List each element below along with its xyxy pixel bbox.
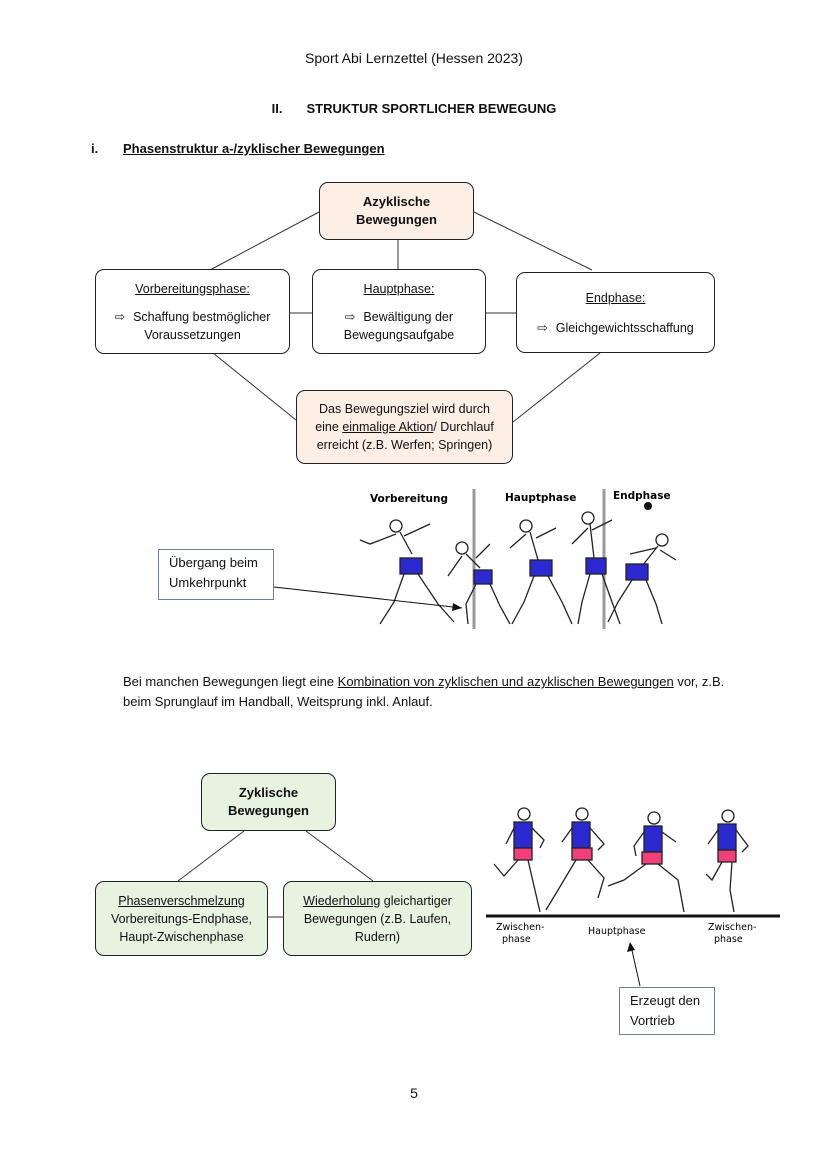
azyklische-title-line2: Bewegungen	[356, 212, 437, 227]
hauptphase-title: Hauptphase:	[363, 281, 435, 296]
arrow-right-icon: ⇨	[537, 320, 548, 335]
endphase-title: Endphase:	[585, 290, 646, 305]
endphase-box: Endphase: ⇨ Gleichgewichtsschaffung	[516, 272, 715, 353]
label-zwischenphase-left-1: Zwischen-	[496, 922, 544, 933]
arrow-right-icon: ⇨	[344, 309, 356, 324]
section-title: STRUKTUR SPORTLICHER BEWEGUNG	[306, 101, 557, 116]
zyklische-title-line1: Zyklische	[238, 785, 299, 800]
hauptphase-line1: Bewältigung der	[363, 309, 454, 324]
wiederholung-line2: Bewegungen (z.B. Laufen,	[303, 911, 452, 926]
phasenverschmelzung-box: Phasenverschmelzung Vorbereitungs-Endpha…	[95, 881, 268, 956]
shotput-sequence-illustration: Vorbereitung Hauptphase Endphase	[359, 489, 677, 629]
wiederholung-title: Wiederholung	[303, 893, 381, 908]
azyklische-bewegungen-box: Azyklische Bewegungen	[319, 182, 474, 240]
zyklische-bewegungen-box: Zyklische Bewegungen	[201, 773, 336, 831]
section-heading: II. STRUKTUR SPORTLICHER BEWEGUNG	[0, 101, 828, 116]
bewegungsziel-underlined: einmalige Aktion	[342, 420, 434, 434]
subsection-heading: i. Phasenstruktur a-/zyklischer Bewegunge…	[91, 141, 385, 156]
vortrieb-callout: Erzeugt den Vortrieb	[619, 987, 715, 1035]
label-zwischenphase-right-2: phase	[714, 934, 743, 945]
umkehrpunkt-callout-line1: Übergang beim	[169, 555, 258, 570]
vortrieb-pointer-arrow	[627, 942, 641, 987]
vorbereitungsphase-title: Vorbereitungsphase:	[135, 281, 250, 296]
document-header: Sport Abi Lernzettel (Hessen 2023)	[305, 50, 523, 66]
wiederholung-rest: gleichartiger	[380, 893, 452, 908]
label-zwischenphase-right-1: Zwischen-	[708, 922, 756, 933]
kombination-paragraph: Bei manchen Bewegungen liegt eine Kombin…	[123, 672, 743, 712]
vorbereitungsphase-box: Vorbereitungsphase: ⇨ Schaffung bestmögli…	[95, 269, 290, 354]
vortrieb-callout-line2: Vortrieb	[630, 1013, 675, 1028]
label-endphase: Endphase	[613, 490, 671, 502]
bewegungsziel-line3: erreicht (z.B. Werfen; Springen)	[316, 438, 493, 452]
bewegungsziel-line1: Das Bewegungsziel wird durch	[319, 402, 490, 416]
wiederholung-line3: Rudern)	[354, 929, 401, 944]
umkehrpunkt-callout: Übergang beim Umkehrpunkt	[158, 549, 274, 600]
subsection-number: i.	[91, 141, 99, 156]
bewegungsziel-box: Das Bewegungsziel wird durch eine einmal…	[296, 390, 513, 464]
page-number: 5	[410, 1085, 418, 1101]
hauptphase-box: Hauptphase: ⇨ Bewältigung der Bewegungsau…	[312, 269, 486, 354]
paragraph-post: vor, z.B. beim Sprunglauf im Handball, W…	[123, 674, 725, 709]
zyklische-title-line2: Bewegungen	[228, 803, 309, 818]
vortrieb-callout-line1: Erzeugt den	[630, 993, 701, 1008]
paragraph-pre: Bei manchen Bewegungen liegt eine	[123, 674, 338, 689]
label-zwischenphase-left-2: phase	[502, 934, 531, 945]
endphase-line1: Gleichgewichtsschaffung	[555, 320, 694, 335]
label-hauptphase-running: Hauptphase	[588, 926, 646, 937]
label-hauptphase: Hauptphase	[505, 492, 576, 504]
bewegungsziel-pre: eine	[315, 420, 343, 434]
hauptphase-line2: Bewegungsaufgabe	[343, 327, 455, 342]
running-sequence-illustration: Zwischen- phase Hauptphase Zwischen- pha…	[486, 807, 780, 945]
vorbereitungsphase-line2: Voraussetzungen	[144, 327, 241, 342]
section-number: II.	[271, 101, 283, 116]
callout-pointer-arrow	[273, 586, 463, 611]
label-vorbereitung: Vorbereitung	[370, 493, 448, 505]
phasenverschmelzung-title: Phasenverschmelzung	[118, 893, 245, 908]
vorbereitungsphase-line1: Schaffung bestmöglicher	[133, 309, 271, 324]
azyklische-title-line1: Azyklische	[362, 194, 431, 209]
paragraph-underlined: Kombination von zyklischen und azyklisch…	[337, 674, 674, 689]
wiederholung-box: Wiederholung gleichartiger Bewegungen (z…	[283, 881, 472, 956]
arrow-right-icon: ⇨	[114, 309, 126, 324]
phasenverschmelzung-line3: Haupt-Zwischenphase	[119, 929, 244, 944]
bewegungsziel-post: / Durchlauf	[433, 420, 494, 434]
subsection-title: Phasenstruktur a-/zyklischer Bewegungen	[123, 141, 385, 156]
umkehrpunkt-callout-line2: Umkehrpunkt	[169, 575, 247, 590]
phasenverschmelzung-line2: Vorbereitungs-Endphase,	[110, 911, 253, 926]
